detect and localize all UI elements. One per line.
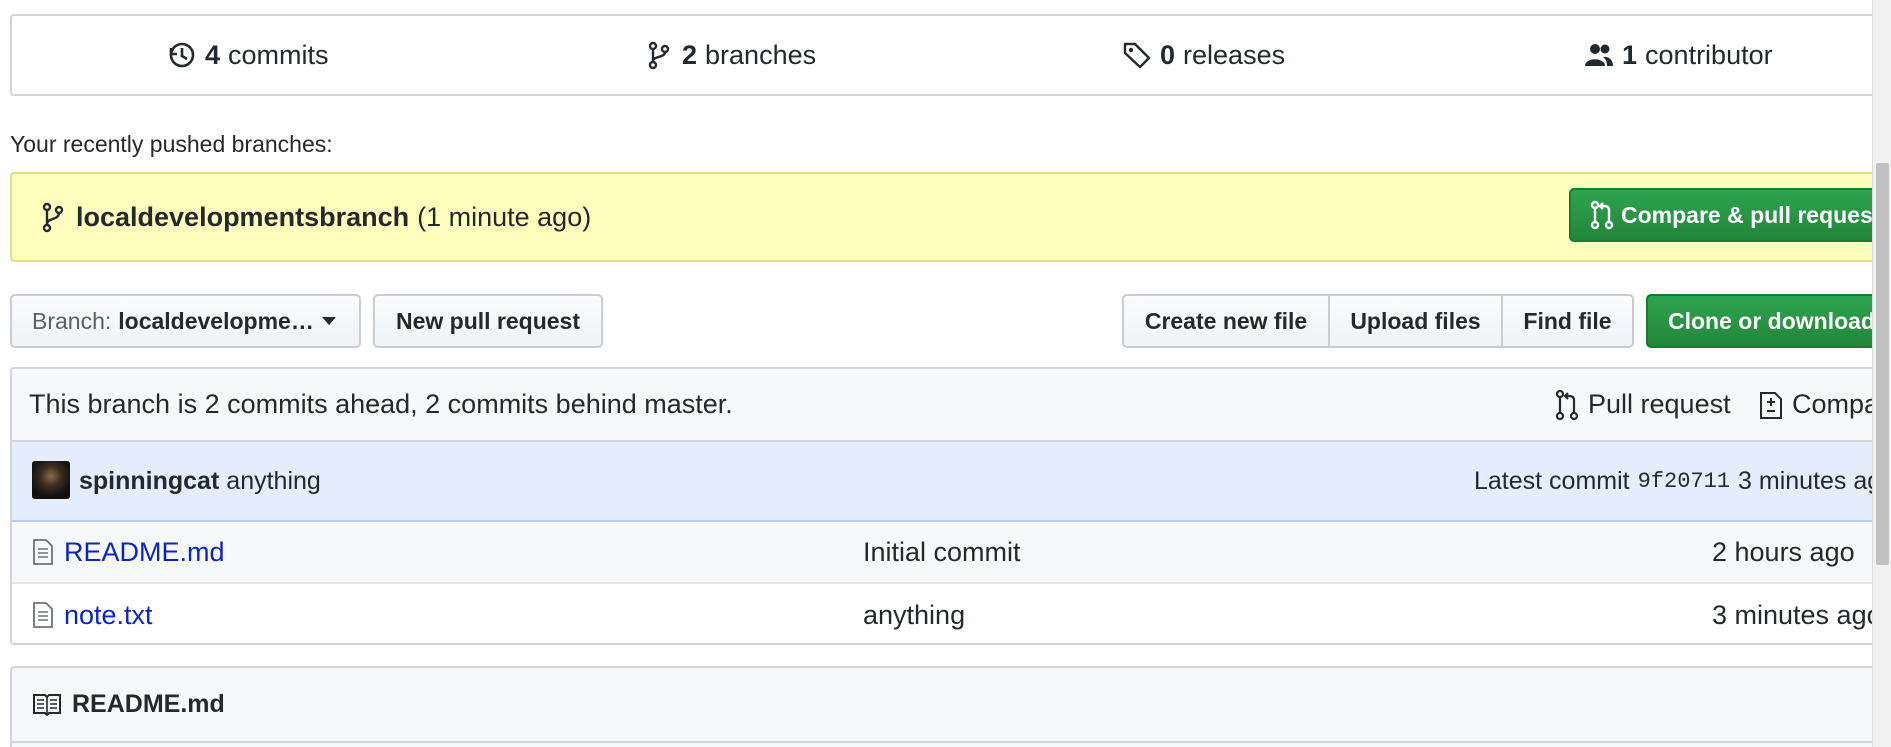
file-row: README.md Initial commit 2 hours ago (12, 522, 1872, 584)
history-icon (169, 42, 195, 68)
file-age: 3 minutes ago (1712, 599, 1872, 630)
commits-label: commits (228, 39, 329, 70)
branches-count: 2 (682, 39, 698, 70)
branch-status-text: This branch is 2 commits ahead, 2 commit… (29, 389, 733, 419)
git-pull-request-icon (1555, 389, 1579, 420)
contributors-label: contributor (1645, 39, 1773, 70)
contributors-stat[interactable]: 1 contributor (1584, 16, 1773, 94)
file-name[interactable]: README.md (64, 536, 225, 567)
find-file-button[interactable]: Find file (1501, 294, 1634, 348)
compare-label: Compare (1792, 389, 1872, 419)
commit-time: 3 minutes ago (1738, 466, 1872, 495)
commits-count: 4 (205, 39, 221, 70)
file-text-icon (33, 602, 53, 628)
compare-pull-request-label: Compare & pull request (1621, 201, 1872, 228)
branches-label: branches (705, 39, 817, 70)
git-branch-icon (42, 202, 64, 233)
recent-branch-time: (1 minute ago) (417, 201, 592, 232)
branch-select-label: Branch: (32, 307, 112, 334)
diff-icon (1760, 391, 1782, 419)
recent-branch-banner: localdevelopmentsbranch (1 minute ago) C… (10, 172, 1872, 262)
repo-stats-bar: 4 commits 2 branches 0 releases (10, 14, 1872, 96)
readme-panel: README.md (10, 666, 1872, 747)
commit-message[interactable]: anything (226, 466, 321, 495)
commit-summary: spinningcat anything (79, 442, 321, 520)
file-list: This branch is 2 commits ahead, 2 commit… (10, 367, 1872, 645)
branch-status-bar: This branch is 2 commits ahead, 2 commit… (12, 369, 1872, 442)
branch-select-value: localdevelopme… (118, 307, 314, 334)
latest-commit-row: spinningcat anything Latest commit 9f207… (12, 442, 1872, 522)
file-commit-message[interactable]: Initial commit (863, 536, 1021, 567)
scrollbar-thumb[interactable] (1876, 163, 1889, 565)
clone-or-download-button[interactable]: Clone or download (1646, 294, 1872, 348)
branch-select-button[interactable]: Branch: localdevelopme… (10, 294, 361, 348)
commits-stat[interactable]: 4 commits (167, 16, 329, 94)
caret-down-icon (321, 317, 336, 325)
branches-stat[interactable]: 2 branches (644, 16, 816, 94)
git-branch-icon (648, 41, 670, 70)
book-icon (33, 694, 61, 716)
recent-branch-info: localdevelopmentsbranch (1 minute ago) (40, 174, 591, 260)
releases-count: 0 (1160, 39, 1176, 70)
people-icon (1585, 44, 1613, 66)
readme-divider (12, 741, 1872, 743)
upload-files-button[interactable]: Upload files (1328, 294, 1503, 348)
compare-pull-request-button[interactable]: Compare & pull request (1569, 188, 1872, 242)
recent-branch-name[interactable]: localdevelopmentsbranch (76, 201, 410, 232)
tag-icon (1123, 42, 1151, 69)
pull-request-link[interactable]: Pull request (1554, 369, 1731, 440)
avatar[interactable] (32, 461, 70, 499)
commit-sha[interactable]: 9f20711 (1637, 468, 1731, 494)
file-row: note.txt anything 3 minutes ago (12, 584, 1872, 643)
commit-meta: Latest commit 9f20711 3 minutes ago (1474, 442, 1872, 520)
compare-link[interactable]: Compare (1758, 369, 1872, 440)
readme-header: README.md (32, 668, 225, 740)
clone-or-download-label: Clone or download (1668, 307, 1872, 334)
file-commit-message[interactable]: anything (863, 599, 966, 630)
recent-branches-label: Your recently pushed branches: (10, 131, 333, 157)
file-age: 2 hours ago (1712, 536, 1855, 567)
latest-commit-label: Latest commit (1474, 466, 1630, 495)
new-pull-request-button[interactable]: New pull request (373, 294, 603, 348)
releases-label: releases (1183, 39, 1286, 70)
contributors-count: 1 (1622, 39, 1638, 70)
file-text-icon (33, 539, 53, 565)
git-pull-request-icon (1590, 200, 1614, 230)
commit-author[interactable]: spinningcat (79, 466, 220, 495)
releases-stat[interactable]: 0 releases (1122, 16, 1285, 94)
readme-title: README.md (72, 689, 225, 718)
pull-request-label: Pull request (1588, 389, 1731, 419)
file-name[interactable]: note.txt (64, 599, 153, 630)
vertical-scrollbar[interactable] (1872, 0, 1891, 747)
create-new-file-button[interactable]: Create new file (1122, 294, 1330, 348)
